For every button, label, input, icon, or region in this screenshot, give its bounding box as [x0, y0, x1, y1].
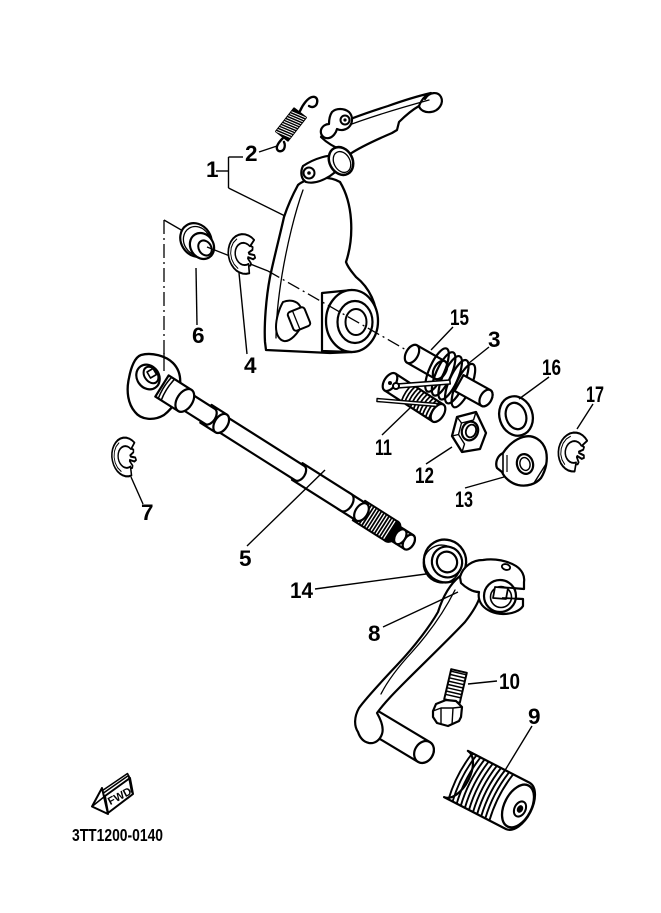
- svg-text:12: 12: [415, 463, 434, 488]
- svg-text:15: 15: [450, 305, 469, 330]
- svg-text:9: 9: [528, 704, 541, 729]
- svg-text:2: 2: [245, 141, 258, 166]
- svg-text:6: 6: [192, 323, 205, 348]
- svg-text:3: 3: [488, 327, 501, 352]
- svg-text:13: 13: [455, 487, 473, 512]
- svg-text:1: 1: [206, 157, 219, 182]
- svg-text:11: 11: [375, 435, 392, 460]
- svg-text:16: 16: [542, 355, 561, 380]
- svg-text:4: 4: [244, 353, 257, 378]
- svg-text:10: 10: [499, 669, 520, 694]
- svg-text:14: 14: [290, 578, 313, 603]
- svg-text:3TT1200-0140: 3TT1200-0140: [72, 825, 163, 845]
- svg-text:17: 17: [586, 382, 604, 407]
- svg-text:7: 7: [141, 500, 154, 525]
- svg-text:5: 5: [239, 546, 252, 571]
- svg-text:8: 8: [368, 621, 381, 646]
